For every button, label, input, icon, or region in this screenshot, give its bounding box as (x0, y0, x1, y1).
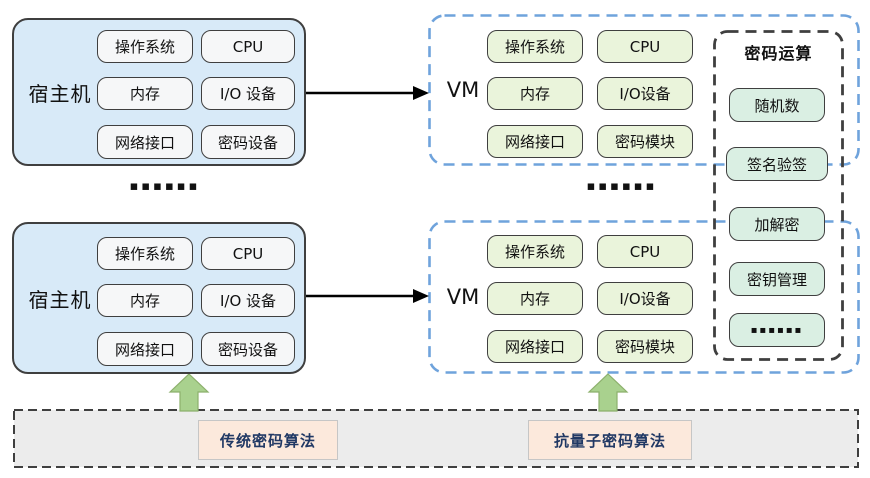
post-quantum-crypto-algorithm-box: 抗量子密码算法 (528, 420, 692, 460)
vm1-network-box: 网络接口 (487, 125, 583, 158)
traditional-algo-up-arrow (168, 373, 210, 412)
vm1-memory-box: 内存 (487, 77, 583, 110)
host2-cpu-box: CPU (201, 237, 295, 270)
host1-io-box: I/O 设备 (201, 77, 295, 110)
host2-network-box: 网络接口 (97, 332, 193, 366)
crypto-sign-verify-box: 签名验签 (726, 147, 828, 181)
vm1-cpu-box: CPU (597, 30, 693, 63)
host2-io-box: I/O 设备 (201, 284, 295, 317)
vm-box-2: VM 操作系统 CPU 内存 I/O设备 网络接口 密码模块 (428, 221, 860, 373)
vm1-label: VM (446, 78, 480, 102)
host2-to-vm2-arrow (306, 289, 429, 303)
traditional-crypto-algorithm-box: 传统密码算法 (198, 420, 338, 460)
vm1-dashed-border (428, 14, 860, 166)
algorithms-panel (13, 409, 859, 468)
crypto-ops-dashed-border (713, 30, 844, 361)
host2-cryptodev-box: 密码设备 (201, 332, 295, 366)
vm2-os-box: 操作系统 (487, 235, 583, 268)
host1-label: 宿主机 (28, 81, 92, 106)
post-quantum-algo-up-arrow (587, 373, 629, 412)
hosts-ellipsis: ▪▪▪▪▪▪ (129, 179, 201, 194)
vm1-io-box: I/O设备 (597, 77, 693, 110)
vm2-memory-box: 内存 (487, 282, 583, 315)
host1-os-box: 操作系统 (97, 30, 193, 63)
crypto-more-box: ▪▪▪▪▪▪ (729, 313, 825, 347)
vm2-cryptomod-box: 密码模块 (597, 330, 693, 363)
vm2-io-box: I/O设备 (597, 282, 693, 315)
crypto-ops-title: 密码运算 (744, 44, 813, 63)
crypto-key-mgmt-box: 密钥管理 (729, 262, 825, 296)
host1-cryptodev-box: 密码设备 (201, 125, 295, 159)
host1-network-box: 网络接口 (97, 125, 193, 159)
vm-box-1: VM 操作系统 CPU 内存 I/O设备 网络接口 密码模块 (428, 15, 860, 165)
crypto-ops-box: 密码运算 随机数 签名验签 加解密 密钥管理 ▪▪▪▪▪▪ (714, 31, 843, 360)
vm2-cpu-box: CPU (597, 235, 693, 268)
vm2-network-box: 网络接口 (487, 330, 583, 363)
vms-ellipsis: ▪▪▪▪▪▪ (586, 179, 658, 194)
vm1-os-box: 操作系统 (487, 30, 583, 63)
host1-to-vm1-arrow (306, 86, 429, 100)
host2-memory-box: 内存 (97, 284, 193, 317)
crypto-random-box: 随机数 (729, 88, 825, 122)
host1-cpu-box: CPU (201, 30, 295, 63)
vm1-cryptomod-box: 密码模块 (597, 125, 693, 158)
vm2-label: VM (446, 285, 480, 309)
host1-memory-box: 内存 (97, 77, 193, 110)
host2-label: 宿主机 (28, 287, 92, 312)
host2-os-box: 操作系统 (97, 237, 193, 270)
crypto-encrypt-decrypt-box: 加解密 (729, 207, 825, 241)
vm2-dashed-border (428, 220, 860, 374)
host-box-1: 宿主机 操作系统 CPU 内存 I/O 设备 网络接口 密码设备 (12, 18, 306, 166)
host-box-2: 宿主机 操作系统 CPU 内存 I/O 设备 网络接口 密码设备 (12, 222, 306, 374)
